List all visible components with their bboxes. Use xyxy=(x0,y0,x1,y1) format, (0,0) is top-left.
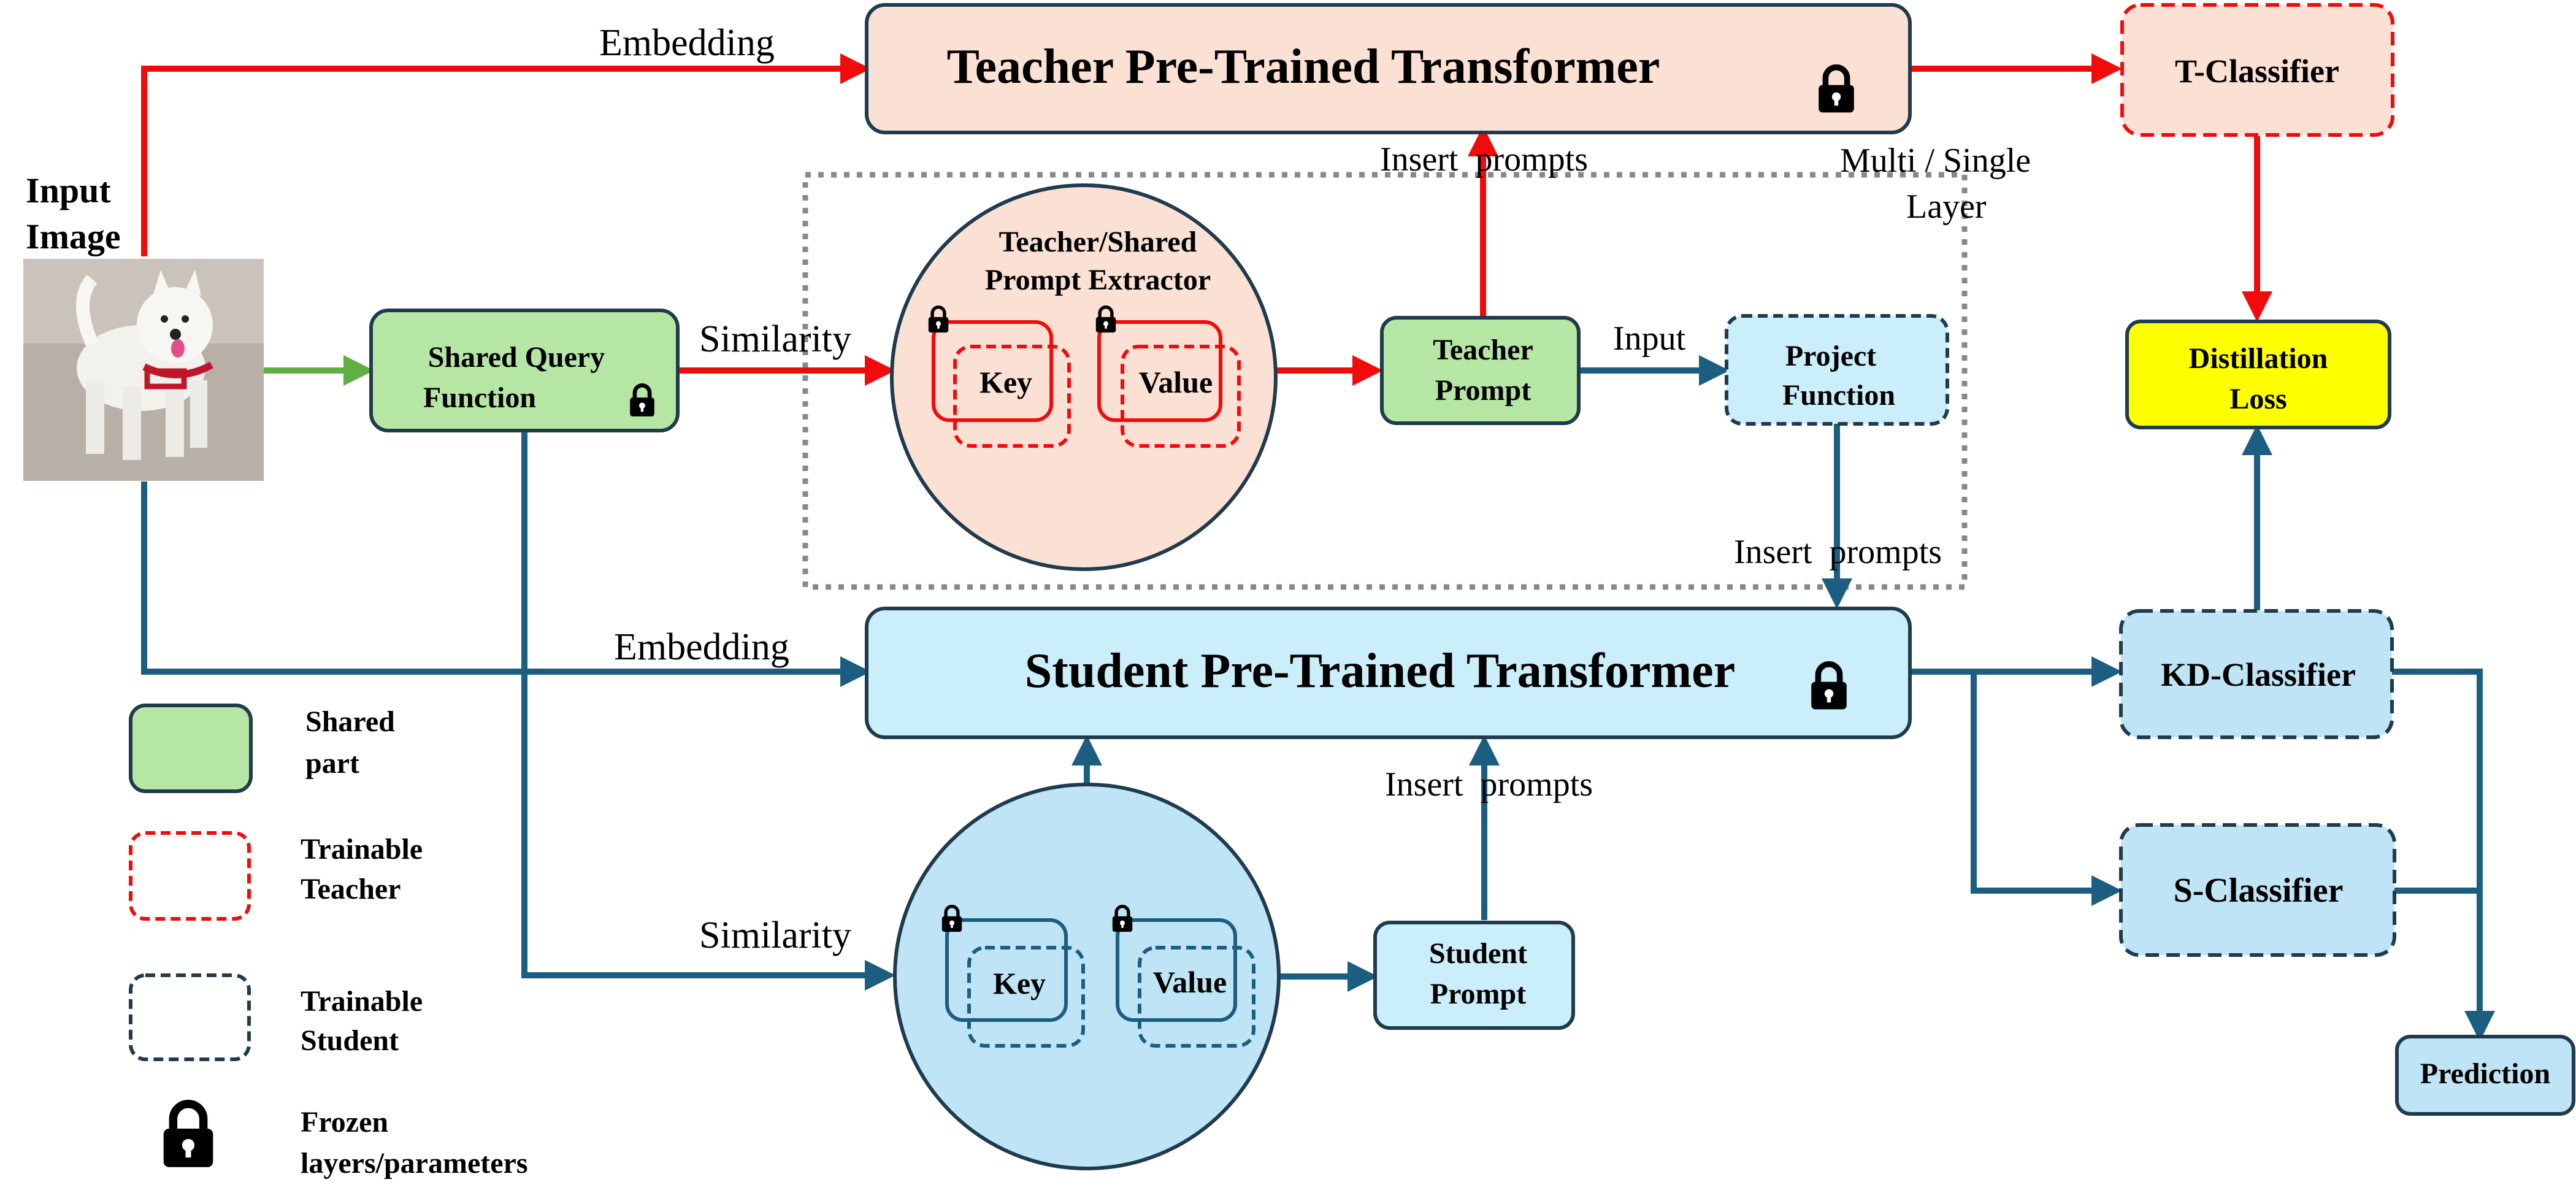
legend-trainable-student-label-line2: Student xyxy=(301,1024,399,1057)
legend-trainable-teacher-label-line2: Teacher xyxy=(301,873,401,905)
student-transformer-box xyxy=(865,607,1912,739)
legend-trainable-teacher-swatch xyxy=(129,831,251,921)
student-value-trainable-box xyxy=(1138,946,1255,1048)
shared-query-label-line1: Shared Query xyxy=(428,341,605,374)
kd-classifier-label: KD-Classifier xyxy=(2161,656,2356,693)
distillation-loss-box xyxy=(2125,320,2391,429)
embedding-teacher-arrow xyxy=(141,53,871,256)
insert-prompts-student-label: Insert prompts xyxy=(1385,765,1593,804)
insert-prompts-teacher-label: Insert prompts xyxy=(1380,140,1588,178)
project-function-label-line2: Function xyxy=(1782,379,1895,412)
similarity-label-bottom: Similarity xyxy=(699,915,851,956)
legend-shared-swatch xyxy=(129,704,253,793)
similarity-student-arrow xyxy=(521,431,895,991)
s-classifier-box xyxy=(2119,823,2396,957)
teacher-key-trainable-box xyxy=(953,345,1071,448)
multi-single-label-line2: Layer xyxy=(1906,188,1987,226)
s-classifier-label: S-Classifier xyxy=(2174,872,2344,910)
teacher-transformer-box xyxy=(865,3,1912,134)
embedding-label-top: Embedding xyxy=(599,22,775,64)
student-key-trainable-box xyxy=(967,946,1085,1048)
teacher-value-box xyxy=(1097,320,1222,422)
student-prompt-label-line1: Student xyxy=(1429,937,1527,970)
legend-shared-label-line1: Shared xyxy=(305,705,395,738)
shared-query-label-line2: Function xyxy=(423,382,536,414)
legend-trainable-teacher-label-line1: Trainable xyxy=(301,833,423,865)
distillation-loss-label-line2: Loss xyxy=(2229,383,2287,415)
teacher-prompt-label-line2: Prompt xyxy=(1435,374,1531,407)
shared-query-function-box xyxy=(369,309,680,432)
teacher-key-box xyxy=(932,320,1053,422)
student-transformer-label: Student Pre-Trained Transformer xyxy=(1025,644,1735,698)
lock-icon xyxy=(164,1104,213,1167)
input-label: Input xyxy=(1613,320,1686,358)
extractor-title-line1: Teacher/Shared xyxy=(999,226,1197,258)
similarity-label-top: Similarity xyxy=(699,318,851,360)
legend-trainable-student-swatch xyxy=(129,973,251,1061)
student-to-s-arrow xyxy=(1971,672,2122,906)
embedding-label-bottom: Embedding xyxy=(614,626,789,668)
legend-trainable-student-label-line1: Trainable xyxy=(301,985,423,1018)
insert-prompts-project-label: Insert prompts xyxy=(1734,533,1942,571)
teacher-prompt-extractor-circle xyxy=(890,183,1278,571)
student-prompt-box xyxy=(1373,921,1575,1030)
t-classifier-box xyxy=(2120,3,2394,137)
teacher-prompt-box xyxy=(1380,316,1581,425)
t-classifier-label: T-Classifier xyxy=(2175,53,2339,90)
student-value-label: Value xyxy=(1153,965,1227,999)
kd-to-prediction-arrow xyxy=(2392,669,2495,1042)
input-image-label-line2: Image xyxy=(26,217,121,256)
multi-single-layer-region xyxy=(802,172,1968,590)
teacher-value-trainable-box xyxy=(1121,345,1241,448)
prediction-box xyxy=(2395,1035,2575,1116)
legend-frozen-label-line2: layers/parameters xyxy=(301,1147,528,1180)
project-function-label-line1: Project xyxy=(1785,340,1876,372)
embedding-student-arrow xyxy=(141,482,871,687)
legend: Shared part Trainable Teacher Trainable … xyxy=(129,704,528,1180)
project-function-box xyxy=(1725,314,1949,426)
distillation-loss-label-line1: Distillation xyxy=(2189,342,2328,375)
student-key-box xyxy=(945,918,1068,1022)
multi-single-label-line1: Multi / Single xyxy=(1840,142,2031,180)
dog-photo xyxy=(23,259,264,481)
teacher-transformer-label: Teacher Pre-Trained Transformer xyxy=(947,40,1660,94)
teacher-key-label: Key xyxy=(979,365,1032,399)
extractor-title-line2: Prompt Extractor xyxy=(985,264,1211,296)
teacher-value-label: Value xyxy=(1139,365,1213,399)
student-prompt-extractor-circle xyxy=(893,783,1281,1170)
teacher-prompt-label-line1: Teacher xyxy=(1433,334,1533,366)
student-prompt-label-line2: Prompt xyxy=(1430,978,1526,1010)
legend-shared-label-line2: part xyxy=(305,747,359,780)
student-value-box xyxy=(1116,918,1237,1022)
legend-frozen-label-line1: Frozen xyxy=(301,1106,388,1138)
student-key-label: Key xyxy=(993,966,1046,1000)
prediction-label: Prediction xyxy=(2420,1057,2550,1090)
kd-classifier-box xyxy=(2119,609,2394,739)
input-image-label-line1: Input xyxy=(26,171,111,210)
